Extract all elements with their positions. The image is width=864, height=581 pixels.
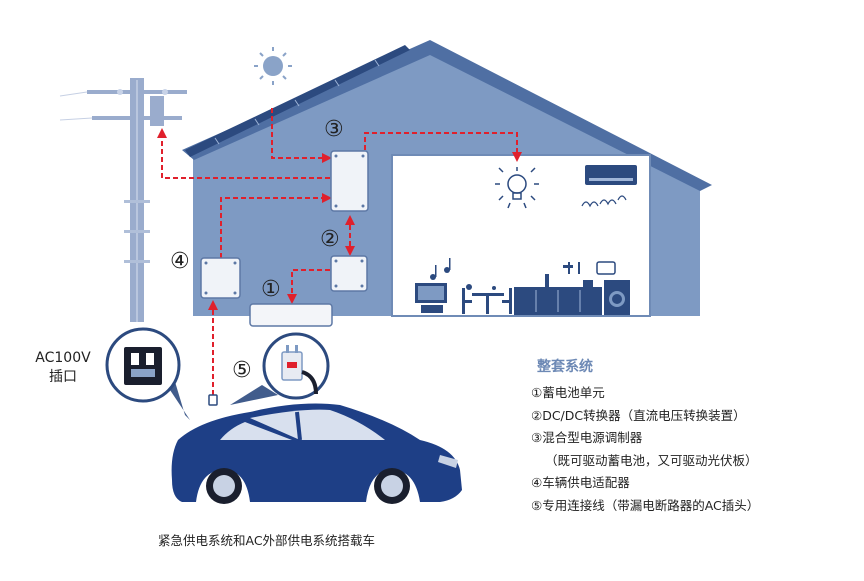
plug-icon — [281, 345, 318, 395]
power-flow-arrows — [157, 108, 522, 395]
system-legend: 整套系统 ①蓄电池单元 ②DC/DC转换器（直流电压转换装置） ③混合型电源调制… — [531, 356, 759, 517]
legend-item-modulator-note: （既可驱动蓄电池，又可驱动光伏板） — [545, 452, 758, 468]
tv-icon — [415, 283, 447, 313]
ac-outlet-label: AC100V 插口 — [28, 349, 98, 387]
air-conditioner-icon — [581, 165, 637, 208]
cable-callout — [230, 332, 330, 405]
battery-unit — [249, 303, 333, 327]
car-icon — [171, 403, 462, 504]
arrow-modulator-to-light — [364, 132, 522, 162]
vehicle-power-adapter — [200, 257, 241, 299]
car-plug-icon — [208, 394, 218, 406]
num-label-4: ④ — [170, 249, 190, 274]
legend-item-adapter: ④车辆供电适配器 — [531, 475, 630, 490]
arrow-adapter-to-modulator — [220, 193, 332, 258]
arrow-solar-to-modulator — [271, 108, 332, 163]
sun-icon — [254, 47, 292, 85]
num-label-2: ② — [320, 227, 340, 252]
legend-item-battery: ①蓄电池单元 — [531, 385, 605, 400]
num-label-5: ⑤ — [232, 358, 252, 383]
solar-panel-icon — [185, 45, 410, 157]
music-note-icon — [430, 258, 451, 280]
legend-title: 整套系统 — [537, 359, 593, 375]
light-bulb-icon — [495, 167, 539, 209]
num-label-1: ① — [261, 277, 281, 302]
ac-label-line1: AC100V — [35, 350, 91, 366]
legend-item-modulator: ③混合型电源调制器 — [531, 430, 643, 445]
washing-machine-icon — [604, 280, 630, 315]
ac-label-line2: 插口 — [49, 369, 77, 385]
hybrid-power-modulator — [330, 150, 369, 212]
outlet-icon — [124, 347, 162, 385]
legend-item-dcdc: ②DC/DC转换器（直流电压转换装置） — [531, 407, 746, 423]
num-label-3: ③ — [324, 117, 344, 142]
dining-table-icon — [462, 284, 512, 314]
power-pole-icon — [59, 78, 187, 322]
outlet-callout — [105, 327, 190, 420]
arrow-dcdc-battery — [287, 269, 330, 304]
legend-item-cable: ⑤专用连接线（带漏电断路器的AC插头） — [531, 497, 760, 513]
car-caption: 紧急供电系统和AC外部供电系统搭载车 — [158, 533, 376, 548]
kitchen-counter-icon — [514, 261, 616, 315]
arrow-grid-to-modulator — [157, 128, 330, 179]
dcdc-converter — [330, 255, 368, 292]
